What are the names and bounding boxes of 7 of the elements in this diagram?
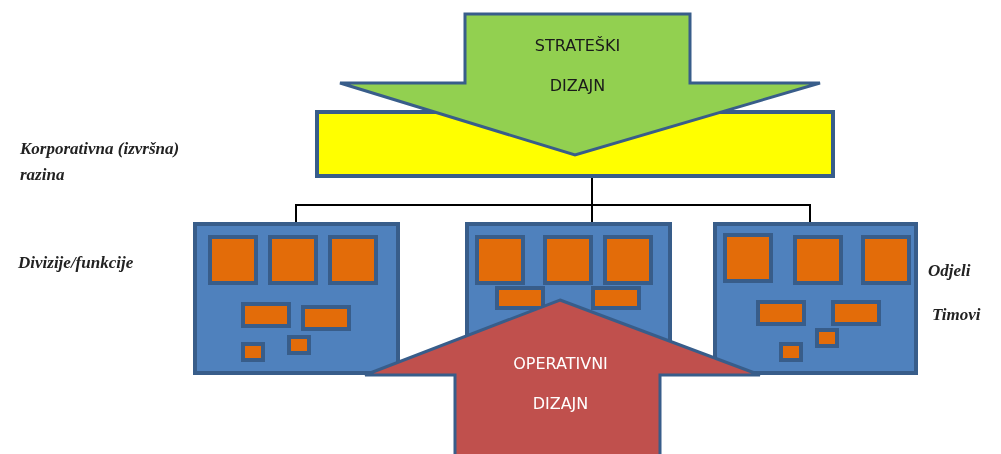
level-label: Timovi xyxy=(932,304,982,326)
level-label: Odjeli xyxy=(928,260,972,282)
arrow-label: STRATEŠKI DIZAJN xyxy=(533,35,622,97)
level-label: Divizije/funkcije xyxy=(18,252,135,274)
level-label: Korporativna (izvršna) razina xyxy=(20,138,181,186)
arrow-label: OPERATIVNI DIZAJN xyxy=(512,353,609,415)
connector-line xyxy=(591,177,811,223)
